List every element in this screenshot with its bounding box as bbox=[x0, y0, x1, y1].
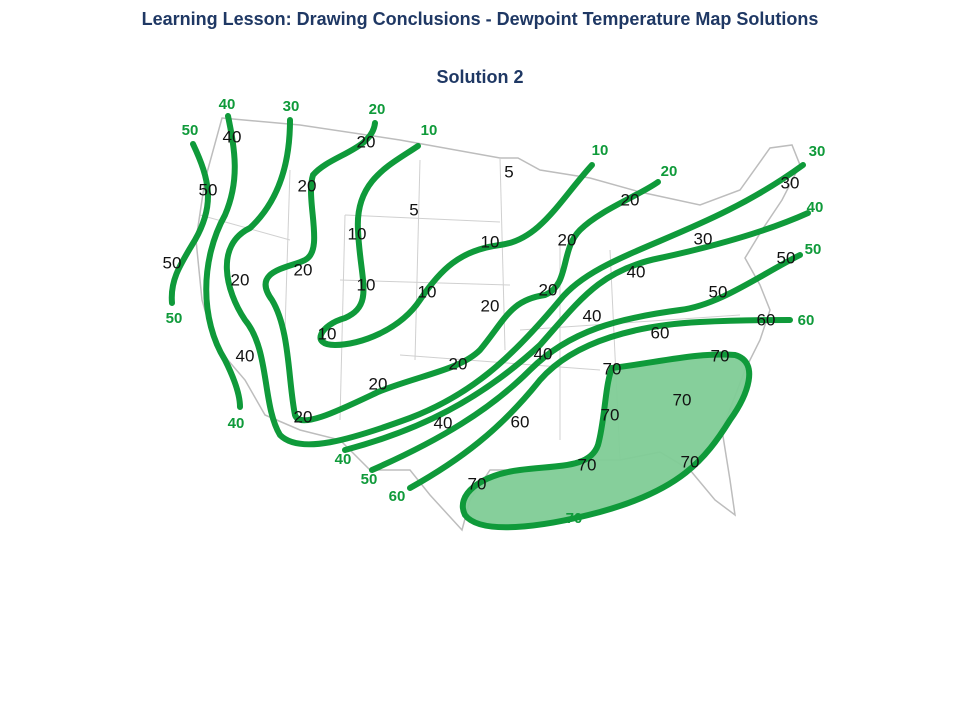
isoline-label: 20 bbox=[661, 163, 678, 180]
station-value: 20 bbox=[621, 190, 640, 209]
station-value: 5 bbox=[409, 200, 418, 219]
isoline-40 bbox=[342, 210, 811, 453]
station-value: 10 bbox=[481, 232, 500, 251]
isoline-60 bbox=[407, 317, 793, 491]
isoline-40-west bbox=[203, 113, 243, 410]
station-value: 20 bbox=[539, 280, 558, 299]
isoline-label: 50 bbox=[182, 122, 199, 139]
station-value: 50 bbox=[199, 180, 218, 199]
isoline-label: 40 bbox=[228, 415, 245, 432]
isoline-label: 50 bbox=[361, 471, 378, 488]
station-value: 40 bbox=[223, 127, 242, 146]
station-values: 40 20 50 20 5 5 20 30 10 10 20 30 50 20 20 10 10 20 20 40 50… bbox=[163, 127, 800, 493]
station-value: 10 bbox=[418, 282, 437, 301]
station-value: 20 bbox=[558, 230, 577, 249]
station-value: 40 bbox=[583, 306, 602, 325]
station-value: 70 bbox=[681, 452, 700, 471]
slide-subtitle: Solution 2 bbox=[436, 67, 524, 87]
isoline-50-west bbox=[168, 141, 211, 306]
isoline-label: 40 bbox=[807, 199, 824, 216]
station-value: 70 bbox=[711, 346, 730, 365]
station-value: 60 bbox=[757, 310, 776, 329]
isoline-10 bbox=[317, 143, 595, 349]
station-value: 30 bbox=[781, 173, 800, 192]
station-value: 20 bbox=[369, 374, 388, 393]
station-value: 10 bbox=[318, 324, 337, 343]
station-value: 20 bbox=[231, 270, 250, 289]
station-value: 5 bbox=[504, 162, 513, 181]
station-value: 20 bbox=[294, 260, 313, 279]
station-value: 70 bbox=[673, 390, 692, 409]
station-value: 20 bbox=[449, 354, 468, 373]
isoline-label: 50 bbox=[805, 241, 822, 258]
station-value: 50 bbox=[709, 282, 728, 301]
slide-title: Learning Lesson: Drawing Conclusions - D… bbox=[141, 9, 819, 29]
isoline-label: 30 bbox=[283, 98, 300, 115]
isoline-label: 60 bbox=[798, 312, 815, 329]
isoline-label: 70 bbox=[566, 510, 583, 527]
isoline-label: 20 bbox=[369, 101, 386, 118]
station-value: 40 bbox=[627, 262, 646, 281]
station-value: 40 bbox=[534, 344, 553, 363]
station-value: 40 bbox=[236, 346, 255, 365]
station-value: 60 bbox=[651, 323, 670, 342]
isoline-30 bbox=[223, 117, 806, 448]
isoline-labels: 50 50 40 40 30 20 10 10 20 30 40 50 60 40 50 60 70 bbox=[166, 96, 826, 527]
isoline-label: 10 bbox=[421, 122, 438, 139]
isoline-label: 10 bbox=[592, 142, 609, 159]
isoline-label: 40 bbox=[335, 451, 352, 468]
station-value: 20 bbox=[298, 176, 317, 195]
us-outline bbox=[195, 117, 801, 532]
station-value: 60 bbox=[511, 412, 530, 431]
station-value: 20 bbox=[481, 296, 500, 315]
station-value: 20 bbox=[357, 132, 376, 151]
isoline-50 bbox=[369, 252, 803, 473]
station-value: 50 bbox=[777, 248, 796, 267]
station-value: 50 bbox=[163, 253, 182, 272]
station-value: 20 bbox=[294, 407, 313, 426]
isoline-20 bbox=[262, 120, 661, 424]
isoline-label: 60 bbox=[389, 488, 406, 505]
station-value: 10 bbox=[348, 224, 367, 243]
station-value: 30 bbox=[694, 229, 713, 248]
isoline-label: 40 bbox=[219, 96, 236, 113]
station-value: 70 bbox=[601, 405, 620, 424]
isoline-label: 50 bbox=[166, 310, 183, 327]
station-value: 70 bbox=[468, 474, 487, 493]
station-value: 40 bbox=[434, 413, 453, 432]
station-value: 70 bbox=[603, 359, 622, 378]
station-value: 70 bbox=[578, 455, 597, 474]
station-value: 10 bbox=[357, 275, 376, 294]
isoline-label: 30 bbox=[809, 143, 826, 160]
isoline-70-region bbox=[460, 351, 753, 531]
